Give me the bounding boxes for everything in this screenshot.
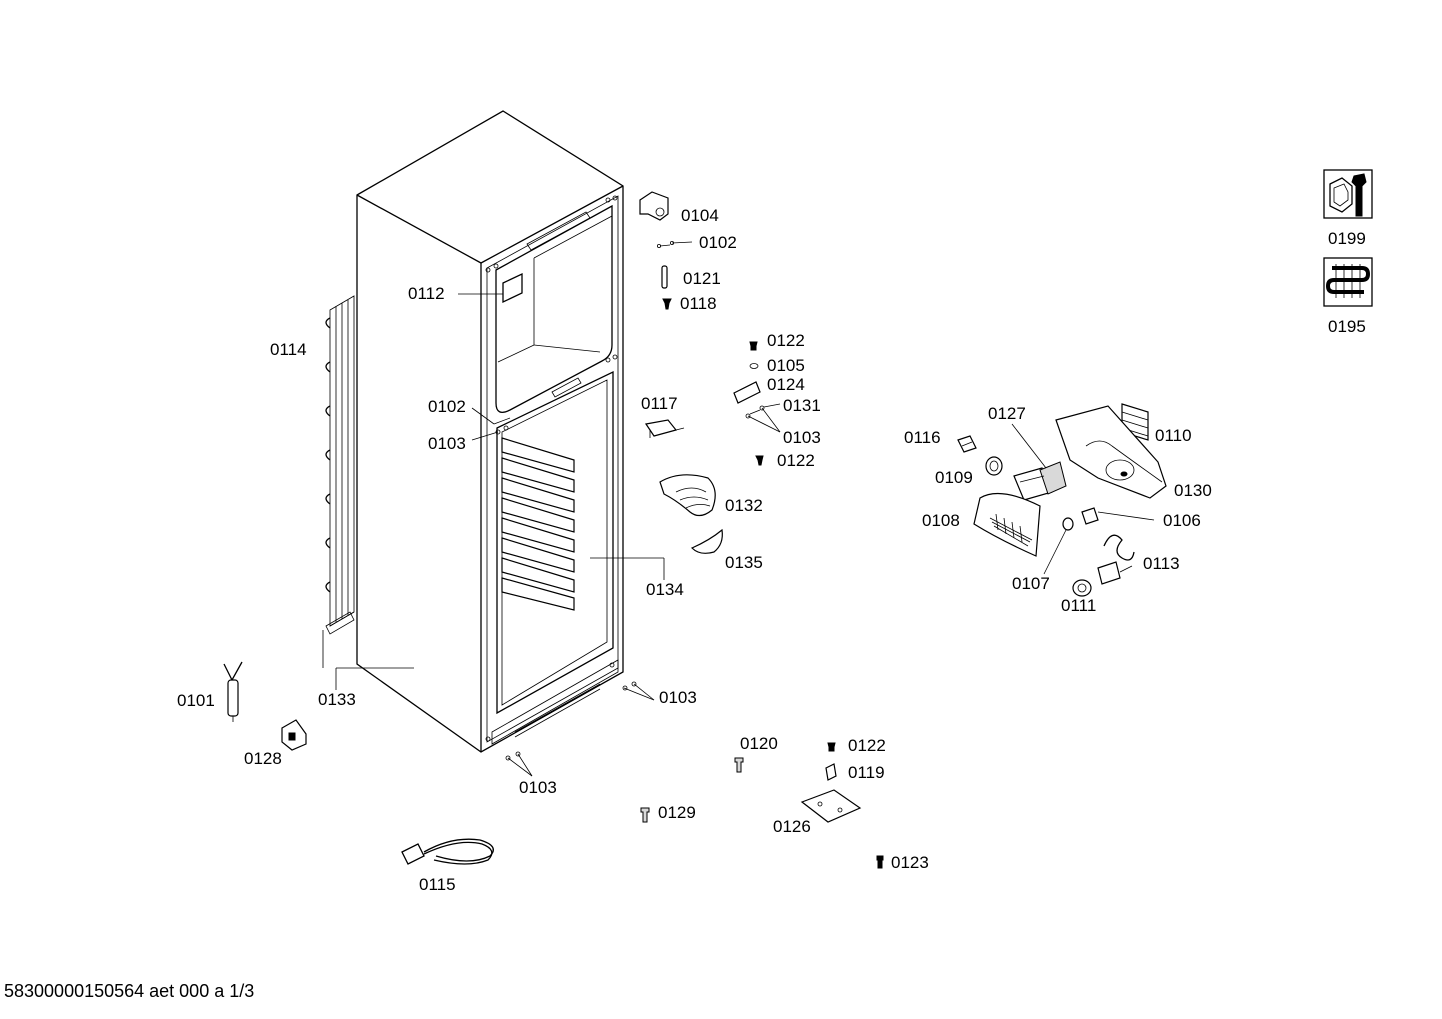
label-0103-mid: 0103 — [428, 434, 466, 453]
screws-bottom — [505, 681, 637, 761]
label-0104: 0104 — [681, 206, 719, 225]
condenser-coil — [322, 295, 355, 668]
label-0114: 0114 — [270, 340, 307, 359]
heating-element-icon — [1323, 257, 1373, 307]
label-0118: 0118 — [680, 294, 717, 313]
label-0108: 0108 — [922, 511, 960, 530]
bracket-part — [733, 381, 761, 404]
thermostat-part — [644, 419, 685, 438]
label-0132: 0132 — [725, 496, 763, 515]
screw-part-0123 — [876, 855, 884, 869]
fan-cover — [690, 528, 723, 554]
label-0133: 0133 — [318, 690, 356, 709]
label-0123: 0123 — [891, 853, 929, 872]
heater-coil — [1097, 534, 1135, 585]
label-0101: 0101 — [177, 691, 215, 710]
label-0111: 0111 — [1061, 596, 1097, 615]
power-cord — [401, 838, 494, 865]
screws-cabinet-mid — [493, 417, 511, 435]
screw-pair — [657, 240, 693, 248]
label-0134: 0134 — [646, 580, 684, 599]
screw-part-bottom — [755, 455, 764, 466]
label-0106: 0106 — [1163, 511, 1201, 530]
label-0122-top: 0122 — [767, 331, 805, 350]
label-0129: 0129 — [658, 803, 696, 822]
label-0109: 0109 — [935, 468, 973, 487]
label-0110: 0110 — [1155, 426, 1192, 445]
label-0135: 0135 — [725, 553, 763, 572]
label-0103-bottom: 0103 — [519, 778, 557, 797]
label-0103-right: 0103 — [783, 428, 821, 447]
label-0128: 0128 — [244, 749, 282, 768]
label-0124: 0124 — [767, 375, 805, 394]
label-0126: 0126 — [773, 817, 811, 836]
label-0107: 0107 — [1012, 574, 1050, 593]
hinge-pin-part — [825, 763, 837, 781]
screw-part-lower — [827, 742, 836, 752]
label-0130: 0130 — [1174, 481, 1212, 500]
washer-part — [749, 363, 759, 369]
leader-lines — [335, 293, 1155, 777]
clip-part — [281, 719, 307, 751]
label-0195: 0195 — [1328, 317, 1366, 336]
knob-part — [985, 456, 1003, 476]
label-0116: 0116 — [904, 428, 941, 447]
label-0127: 0127 — [988, 404, 1026, 423]
service-kit-icon — [1323, 169, 1373, 219]
label-0115: 0115 — [419, 875, 456, 894]
label-0131: 0131 — [783, 396, 821, 415]
lamp-socket-part — [957, 435, 977, 453]
hinge-part — [639, 191, 669, 221]
evaporator-shelves — [501, 437, 575, 611]
label-0113: 0113 — [1143, 554, 1180, 573]
lamp-cover — [973, 492, 1041, 557]
refrigerator-cabinet — [356, 110, 624, 753]
label-0122-mid: 0122 — [777, 451, 815, 470]
label-0122-bottom: 0122 — [848, 736, 886, 755]
control-unit-part — [1013, 461, 1067, 501]
screw-part — [662, 298, 672, 310]
label-0121: 0121 — [683, 269, 721, 288]
pin-part — [661, 265, 668, 289]
bulb-part — [1062, 517, 1074, 531]
switch-part — [1081, 507, 1099, 525]
label-0103-lower-right: 0103 — [659, 688, 697, 707]
bottom-hinge — [800, 789, 862, 823]
fan-housing — [659, 474, 716, 517]
document-footer-id: 58300000150564 aet 000 a 1/3 — [4, 981, 255, 1001]
screw-part-top — [749, 341, 758, 351]
label-0102-mid: 0102 — [428, 397, 466, 416]
grommet-part — [1072, 579, 1092, 597]
bolt-part — [734, 757, 744, 773]
label-0199: 0199 — [1328, 229, 1366, 248]
label-0102-top: 0102 — [699, 233, 737, 252]
screw-pair-mid — [745, 403, 781, 419]
label-0105: 0105 — [767, 356, 805, 375]
filter-drier — [223, 661, 243, 722]
label-0119: 0119 — [848, 763, 885, 782]
label-0112: 0112 — [408, 284, 445, 303]
lamp-housing — [1055, 405, 1167, 499]
label-0120: 0120 — [740, 734, 778, 753]
screw-part-0129 — [640, 807, 650, 823]
label-0117: 0117 — [641, 394, 678, 413]
